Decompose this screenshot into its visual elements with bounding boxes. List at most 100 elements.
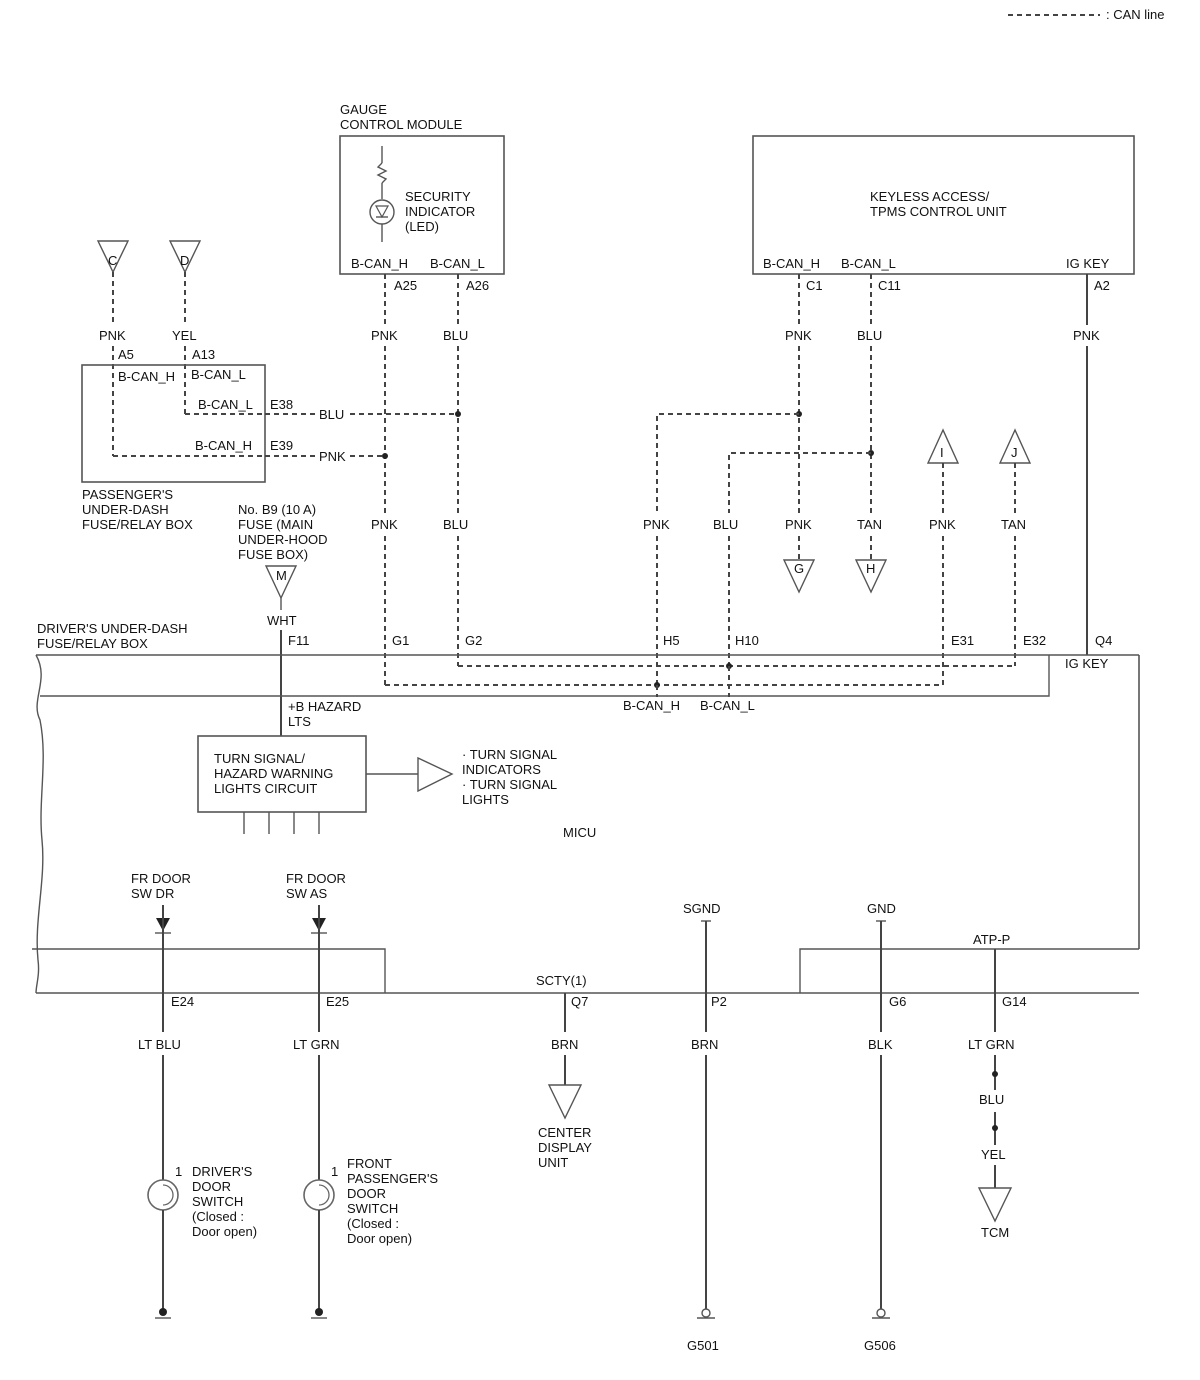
wire-color-p2: BRN: [691, 1037, 718, 1052]
fuse-label-line4: FUSE BOX): [238, 547, 308, 562]
passenger-box-label-line2: UNDER-DASH: [82, 502, 169, 517]
wire-color-d: YEL: [172, 328, 197, 343]
wire-color-g: PNK: [785, 517, 812, 532]
output-label-line4: LIGHTS: [462, 792, 509, 807]
output-label-line2: INDICATORS: [462, 762, 541, 777]
passenger-fuse-box: C D PNK YEL A5 A13 B-CAN_H B-CAN_L B-CAN…: [81, 240, 293, 532]
terminal-e32: E32: [1023, 633, 1046, 648]
g14-splice-1: [992, 1071, 998, 1077]
circuit-output-arrow-icon: [417, 756, 454, 793]
center-display-label-line2: DISPLAY: [538, 1140, 592, 1155]
passenger-door-switch-contact: [318, 1184, 330, 1206]
passenger-switch-label-line4: SWITCH: [347, 1201, 398, 1216]
terminal-h10: H10: [735, 633, 759, 648]
can-h10-branch: [728, 452, 871, 513]
drivers-switch-label-line2: DOOR: [192, 1179, 231, 1194]
connector-i-label: I: [940, 445, 944, 460]
hazard-label-line1: +B HAZARD: [288, 699, 361, 714]
tcm-connector-icon: [977, 1187, 1013, 1223]
driver-box-label-line2: FUSE/RELAY BOX: [37, 636, 148, 651]
terminal-e39: E39: [270, 438, 293, 453]
connector-d-label: D: [180, 253, 189, 268]
drivers-switch-pin: 1: [175, 1164, 182, 1179]
pin-ig-key: IG KEY: [1065, 656, 1109, 671]
passenger-switch-label-line5: (Closed :: [347, 1216, 399, 1231]
sgnd-label: SGND: [683, 901, 721, 916]
ground-g506-label: G506: [864, 1338, 896, 1353]
wire-color-a26: BLU: [443, 328, 468, 343]
fuse-label-line3: UNDER-HOOD: [238, 532, 328, 547]
gauge-module-box: [339, 135, 505, 275]
passenger-switch-label-line1: FRONT: [347, 1156, 392, 1171]
connector-c-label: C: [108, 253, 117, 268]
wire-color-m: WHT: [267, 613, 297, 628]
drivers-switch-label-line1: DRIVER'S: [192, 1164, 253, 1179]
gnd-label: GND: [867, 901, 896, 916]
fr-door-as-label-line2: SW AS: [286, 886, 328, 901]
wire-color-e24: LT BLU: [138, 1037, 181, 1052]
terminal-e24: E24: [171, 994, 194, 1009]
fuse-label-line1: No. B9 (10 A): [238, 502, 316, 517]
indicator-label-line1: SECURITY: [405, 189, 471, 204]
center-display-label-line3: UNIT: [538, 1155, 568, 1170]
terminal-g2: G2: [465, 633, 482, 648]
circuit-label-line3: LIGHTS CIRCUIT: [214, 781, 317, 796]
fuse-label-line2: FUSE (MAIN: [238, 517, 313, 532]
connector-upper-strip: [40, 655, 1050, 697]
passenger-box-outline: [81, 364, 266, 483]
fr-door-dr-label-line2: SW DR: [131, 886, 174, 901]
connector-c-triangle: [96, 240, 130, 274]
keyless-terminal-a2: A2: [1094, 278, 1110, 293]
wire-color-c: PNK: [99, 328, 126, 343]
g506-ground-icon: [876, 1308, 886, 1318]
keyless-terminal-c11: C11: [878, 278, 901, 293]
keyless-terminal-c1: C1: [806, 278, 823, 293]
connector-m-triangle: [264, 565, 298, 600]
terminal-f11: F11: [288, 633, 309, 648]
center-display-label-line1: CENTER: [538, 1125, 591, 1140]
terminal-q4: Q4: [1095, 633, 1112, 648]
keyless-unit-box: [752, 135, 1135, 275]
wire-color-g1: PNK: [371, 517, 398, 532]
hazard-label-line2: LTS: [288, 714, 311, 729]
legend-label: : CAN line: [1106, 7, 1165, 22]
passenger-box-label-line3: FUSE/RELAY BOX: [82, 517, 193, 532]
splice-pnk: [382, 453, 388, 459]
wire-color-e39: PNK: [319, 449, 346, 464]
circuit-label-line1: TURN SIGNAL/: [214, 751, 305, 766]
terminal-e31: E31: [951, 633, 974, 648]
keyless-title-line2: TPMS CONTROL UNIT: [870, 204, 1007, 219]
atp-p-label: ATP-P: [973, 932, 1010, 947]
keyless-pin-can-l: B-CAN_L: [841, 256, 896, 271]
gauge-title-line1: GAUGE: [340, 102, 387, 117]
passenger-switch-label-line6: Door open): [347, 1231, 412, 1246]
wire-color-a2: PNK: [1073, 328, 1100, 343]
terminal-q7: Q7: [571, 994, 588, 1009]
drivers-door-switch-contact: [162, 1184, 174, 1206]
wire-color-g14-3: YEL: [981, 1147, 1006, 1162]
scty-label: SCTY(1): [536, 973, 587, 988]
passenger-switch-pin: 1: [331, 1164, 338, 1179]
tcm-label: TCM: [981, 1225, 1009, 1240]
driver-box-break-edge: [35, 654, 44, 994]
fuse-b9: No. B9 (10 A) FUSE (MAIN UNDER-HOOD FUSE…: [238, 502, 328, 736]
connector-g-triangle: [782, 559, 816, 594]
passenger-switch-label-line3: DOOR: [347, 1186, 386, 1201]
terminal-a5: A5: [118, 347, 134, 362]
terminal-e25: E25: [326, 994, 349, 1009]
resistor-icon: [376, 162, 388, 184]
center-display-connector-icon: [547, 1084, 583, 1120]
connector-lower-right-strip: [799, 948, 1139, 993]
drivers-door-ground-point: [159, 1308, 167, 1316]
pin-e38-can-l: B-CAN_L: [198, 397, 253, 412]
wire-color-g6: BLK: [868, 1037, 893, 1052]
wire-color-g2: BLU: [443, 517, 468, 532]
driver-fuse-box: DRIVER'S UNDER-DASH FUSE/RELAY BOX F11 G…: [32, 621, 1140, 1032]
terminal-g1: G1: [392, 633, 409, 648]
pin-a5-can-h: B-CAN_H: [118, 369, 175, 384]
fr-door-dr-label-line1: FR DOOR: [131, 871, 191, 886]
wire-color-g14-1: LT GRN: [968, 1037, 1014, 1052]
pin-a13-can-l: B-CAN_L: [191, 367, 246, 382]
wire-color-c11: BLU: [857, 328, 882, 343]
